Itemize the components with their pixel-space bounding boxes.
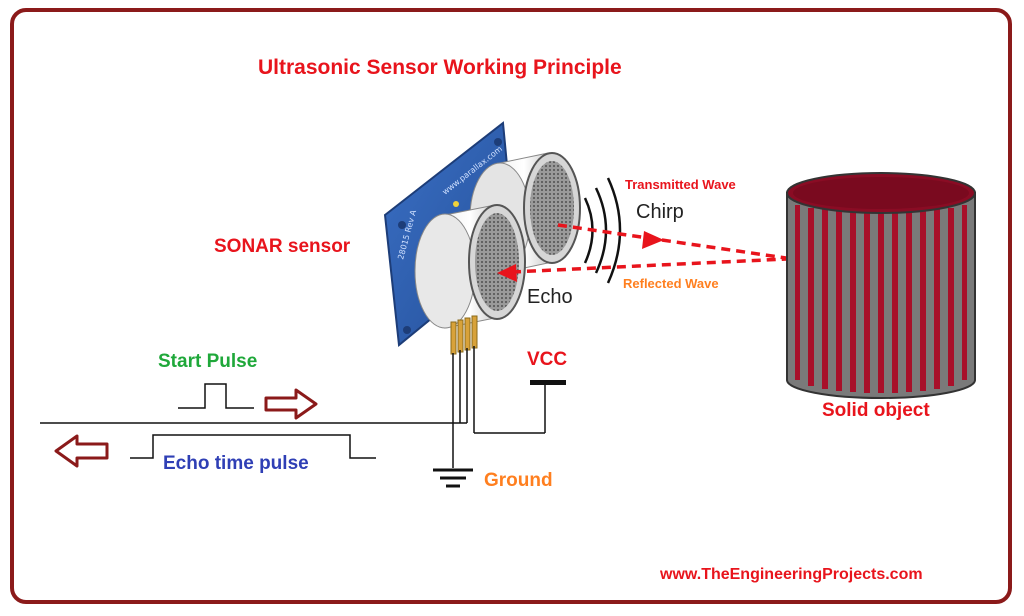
transmitted-wave-arrow (557, 223, 787, 260)
solid-object-label: Solid object (822, 400, 930, 421)
right-arrow-icon (264, 388, 318, 420)
start-pulse-label: Start Pulse (158, 351, 258, 372)
ground-label: Ground (484, 470, 553, 491)
vcc-symbol (530, 380, 566, 385)
receiver-transducer (414, 204, 526, 329)
website-link[interactable]: www.TheEngineeringProjects.com (660, 566, 923, 583)
reflected-wave-label: Reflected Wave (623, 276, 719, 291)
echo-time-waveform (130, 434, 376, 459)
transmitted-wave-label: Transmitted Wave (625, 177, 736, 192)
sonar-sensor: www.parallax.com 28015 Rev A (383, 121, 581, 355)
diagram-title: Ultrasonic Sensor Working Principle (258, 56, 622, 79)
echo-time-pulse-label: Echo time pulse (163, 453, 309, 474)
circuit-wires (40, 346, 546, 468)
vcc-label: VCC (527, 349, 568, 370)
ground-symbol-icon (433, 468, 473, 488)
chirp-label: Chirp (636, 201, 684, 223)
left-arrow-icon (54, 434, 109, 468)
solid-object-cylinder (786, 172, 976, 399)
echo-label: Echo (527, 286, 573, 308)
sonar-sensor-label: SONAR sensor (214, 236, 351, 257)
start-pulse-waveform (178, 383, 254, 409)
reflected-wave-arrow (497, 257, 787, 282)
